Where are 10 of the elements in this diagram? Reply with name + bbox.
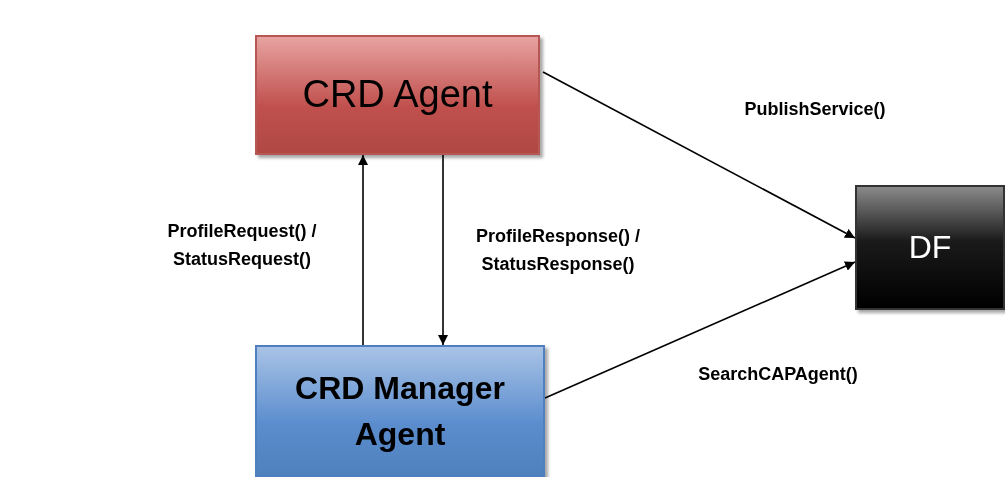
arrow: [544, 261, 856, 399]
directory-box: [855, 185, 1005, 310]
node-label: CRD Agent: [301, 72, 494, 118]
arrow: [438, 154, 448, 346]
manager-agent-box: [255, 345, 545, 477]
node-label: CRD Manager Agent: [294, 368, 506, 454]
agent-box: [255, 35, 540, 155]
node-label: DF: [907, 228, 953, 268]
arrow: [542, 71, 856, 239]
arrow: [358, 154, 368, 346]
